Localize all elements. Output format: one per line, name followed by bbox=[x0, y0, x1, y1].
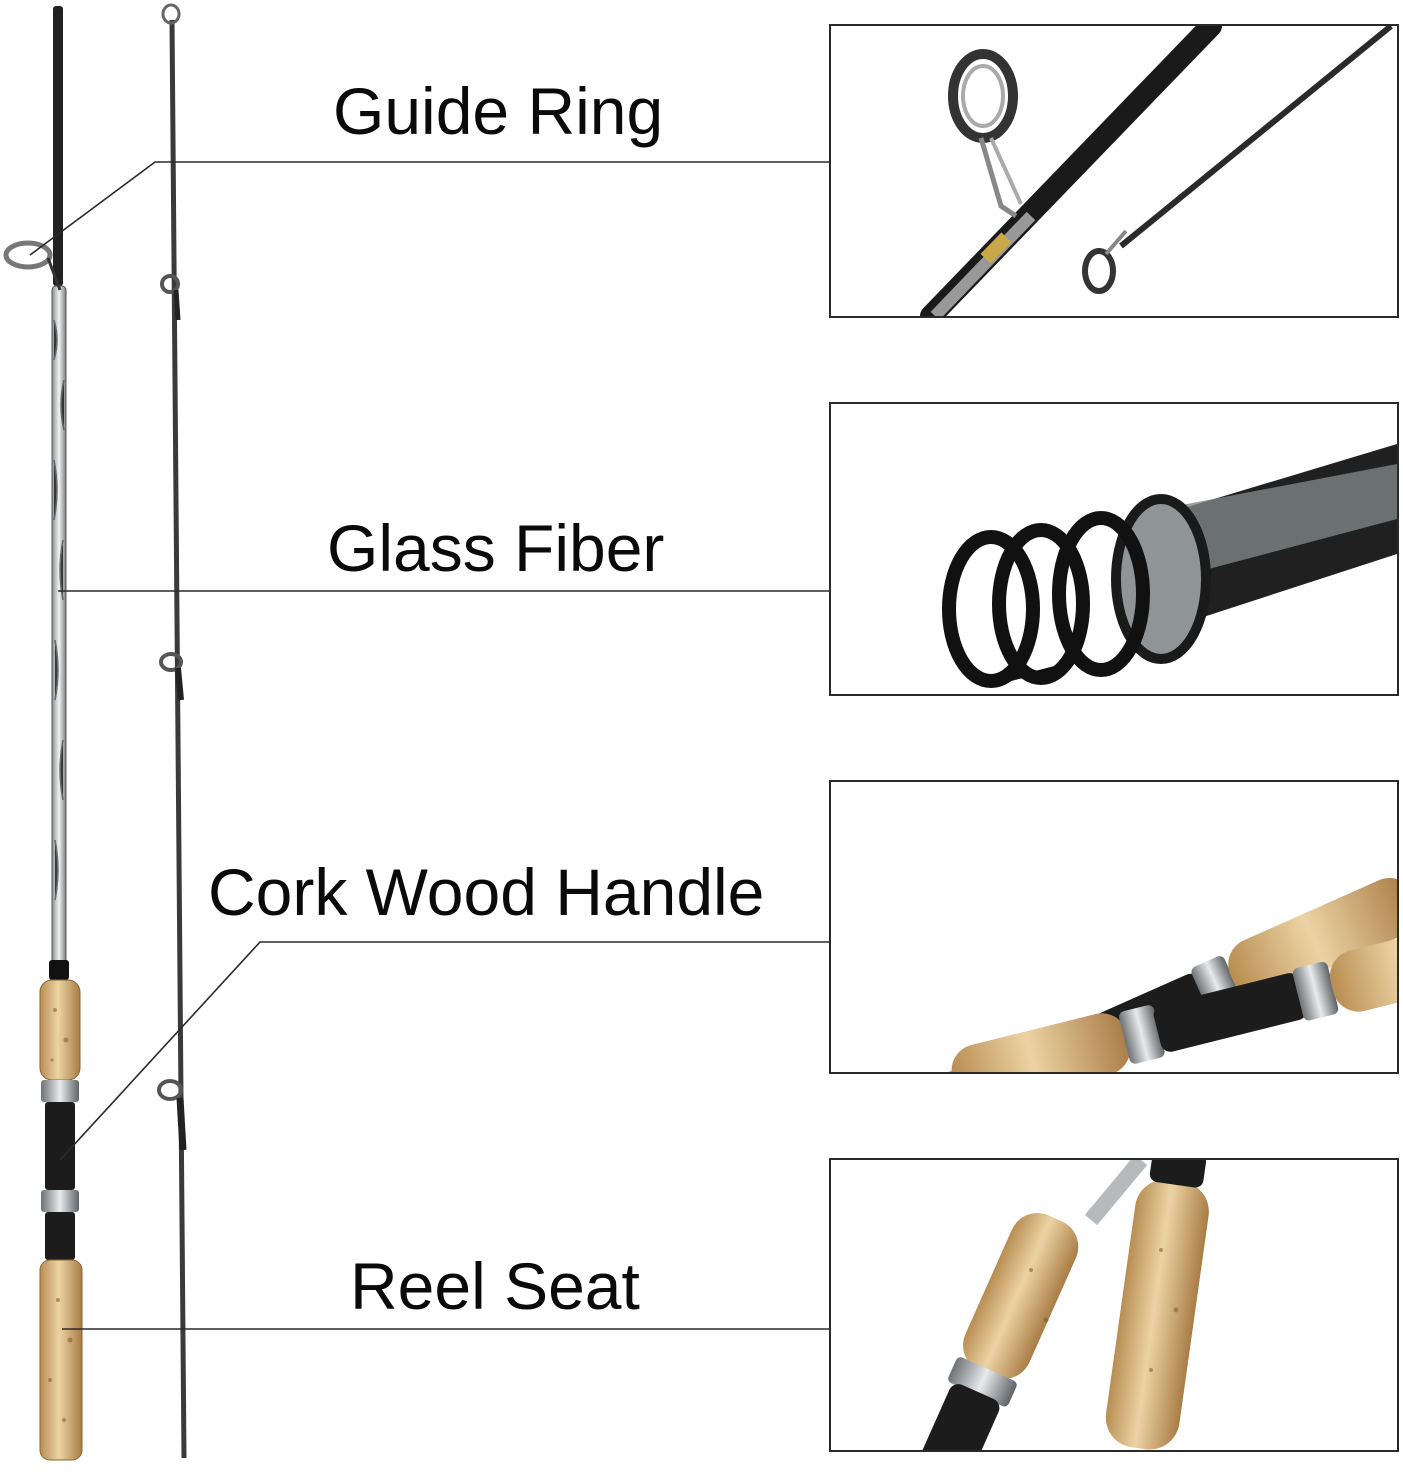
label-guide-ring: Guide Ring bbox=[333, 74, 664, 148]
cork-wood-handle-detail-image bbox=[829, 780, 1399, 1074]
label-reel-seat: Reel Seat bbox=[350, 1249, 640, 1323]
label-cork-wood-handle: Cork Wood Handle bbox=[208, 855, 765, 929]
glass-fiber-detail-image bbox=[829, 402, 1399, 696]
leader-lines bbox=[29, 161, 829, 1330]
label-glass-fiber: Glass Fiber bbox=[327, 511, 665, 585]
reel-seat-detail-image bbox=[829, 1158, 1399, 1452]
rod-tip-section bbox=[157, 3, 187, 1459]
guide-ring-detail-image bbox=[829, 24, 1399, 318]
rod-butt-section bbox=[3, 6, 83, 1461]
